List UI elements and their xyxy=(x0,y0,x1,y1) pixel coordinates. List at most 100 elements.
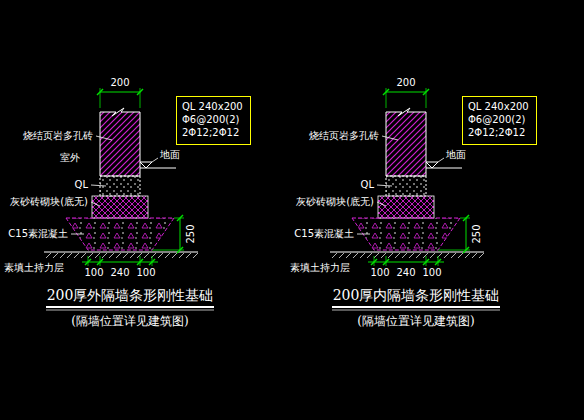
drawing-line xyxy=(371,259,377,265)
rebar-spec: Φ6@200(2) xyxy=(182,113,245,126)
drawing-line xyxy=(177,215,183,221)
drawing-line xyxy=(123,253,128,258)
drawing-line xyxy=(463,215,469,221)
drawing-line xyxy=(177,247,183,253)
dimension-text: 100 xyxy=(136,267,155,279)
drawing-line xyxy=(46,310,214,311)
drawing-line xyxy=(466,218,467,250)
dimension-text: 240 xyxy=(396,267,415,279)
dimension-text: 100 xyxy=(370,267,389,279)
drawing-line xyxy=(479,253,484,258)
drawing-line xyxy=(193,253,198,258)
drawing-line xyxy=(332,310,500,311)
drawing-line xyxy=(137,259,143,265)
part-label: C15素混凝土 xyxy=(294,228,354,240)
drawing-line xyxy=(463,247,469,253)
drawing-line xyxy=(383,259,389,265)
drawing-line xyxy=(144,253,149,258)
drawing-line xyxy=(346,253,351,258)
level-symbol xyxy=(426,162,438,168)
drawing-title: 200厚内隔墙条形刚性基础 xyxy=(333,287,500,304)
drawing-line xyxy=(91,185,106,186)
rebar-spec: Φ6@200(2) xyxy=(468,113,531,126)
part-label: C15素混凝土 xyxy=(8,228,68,240)
drawing-line xyxy=(67,253,72,258)
drawing-line xyxy=(82,262,158,263)
part-label: 室外 xyxy=(60,152,80,164)
part-label: 灰砂砖砌块(底无) xyxy=(10,196,88,208)
drawing-line xyxy=(85,259,91,265)
drawing-line xyxy=(109,253,114,258)
drawing-line xyxy=(149,259,155,265)
drawing-line xyxy=(435,259,441,265)
drawing-line xyxy=(46,253,51,258)
drawing-line xyxy=(44,251,198,252)
drawing-line xyxy=(97,89,103,95)
level-symbol xyxy=(140,162,152,168)
drawing-line xyxy=(186,253,191,258)
rebar-spec: QL 240x200 xyxy=(182,100,245,113)
rebar-spec: QL 240x200 xyxy=(468,100,531,113)
rebar-spec: 2Φ12;2Φ12 xyxy=(468,126,531,139)
drawing-line xyxy=(158,253,163,258)
drawing-line xyxy=(330,251,484,252)
drawing-line xyxy=(368,262,444,263)
drawing-line xyxy=(416,253,421,258)
drawing-line xyxy=(381,253,386,258)
drawing-line xyxy=(465,253,470,258)
callout-box: QL 240x200Φ6@200(2)2Φ12;2Φ12 xyxy=(176,96,251,145)
part-label: 烧结页岩多孔砖 xyxy=(309,130,379,142)
drawing-line xyxy=(357,234,370,235)
drawing-line xyxy=(95,253,100,258)
dimension-text: 240 xyxy=(110,267,129,279)
drawing-title: 200厚外隔墙条形刚性基础 xyxy=(47,287,214,304)
drawing-line xyxy=(388,253,393,258)
drawing-line xyxy=(444,253,449,258)
drawing-line xyxy=(395,253,400,258)
brick-wall xyxy=(386,108,426,176)
drawing-line xyxy=(100,92,140,93)
drawing-line xyxy=(377,185,392,186)
drawing-line xyxy=(152,158,158,162)
drawing-line xyxy=(423,259,429,265)
drawing-line xyxy=(332,253,337,258)
drawing-line xyxy=(97,259,103,265)
drawing-line xyxy=(71,234,84,235)
part-label: 素填土持力层 xyxy=(4,262,64,274)
part-label: 地面 xyxy=(160,149,180,161)
drawing-line xyxy=(116,253,121,258)
drawing-line xyxy=(91,202,100,206)
dimension-text: 100 xyxy=(84,267,103,279)
drawing-line xyxy=(339,253,344,258)
dimension-text: 250 xyxy=(185,224,197,243)
drawing-line xyxy=(438,158,444,162)
drawing-line xyxy=(383,89,389,95)
drawing-line xyxy=(374,253,379,258)
drawing-line xyxy=(165,253,170,258)
drawing-line xyxy=(137,89,143,95)
drawing-line xyxy=(472,253,477,258)
drawing-line xyxy=(332,306,500,308)
part-label: (隔墙位置详见建筑图) xyxy=(71,314,188,328)
drawing-line xyxy=(88,253,93,258)
masonry-block xyxy=(92,196,148,218)
drawing-line xyxy=(74,253,79,258)
concrete-footing xyxy=(352,218,460,250)
rebar-spec: 2Φ12;2Φ12 xyxy=(182,126,245,139)
drawing-line xyxy=(130,253,135,258)
drawing-line xyxy=(172,253,177,258)
dimension-text: 200 xyxy=(396,77,415,89)
dimension-text: 100 xyxy=(422,267,441,279)
concrete-footing xyxy=(66,218,174,250)
part-label: 烧结页岩多孔砖 xyxy=(23,130,93,142)
drawing-line xyxy=(360,253,365,258)
drawing-line xyxy=(409,253,414,258)
part-label: (隔墙位置详见建筑图) xyxy=(357,314,474,328)
drawing-line xyxy=(423,89,429,95)
drawing-line xyxy=(423,253,428,258)
drawing-line xyxy=(137,253,142,258)
drawing-line xyxy=(60,253,65,258)
callout-box: QL 240x200Φ6@200(2)2Φ12;2Φ12 xyxy=(462,96,537,145)
drawing-line xyxy=(96,136,112,140)
drawing-line xyxy=(180,218,181,250)
